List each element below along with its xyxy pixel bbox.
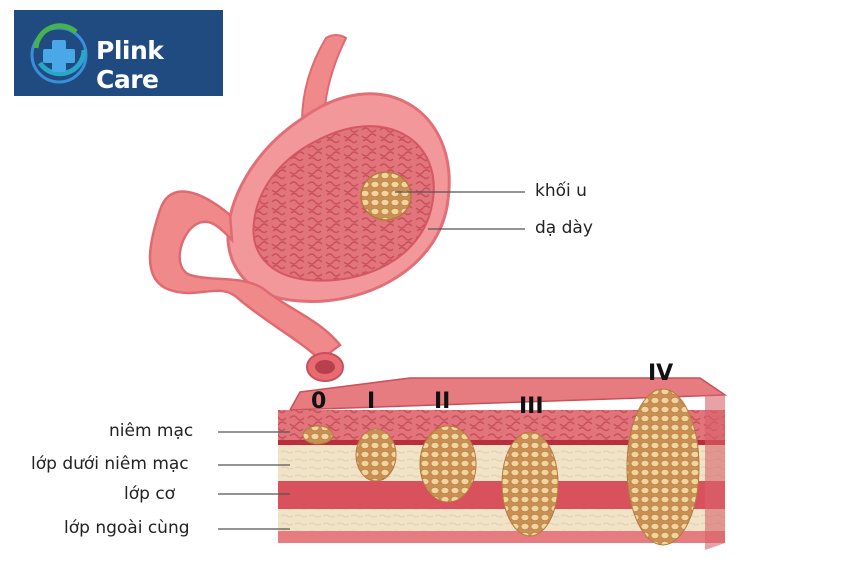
label-serosa: lớp ngoài cùng [64, 518, 190, 538]
stage-label-3: III [519, 394, 544, 419]
label-submucosa: lớp dưới niêm mạc [31, 454, 189, 474]
tumor-stage-1 [355, 428, 397, 482]
label-tumor: khối u [535, 181, 587, 201]
tissue-layers-block [218, 377, 728, 550]
plus-shield-icon [30, 23, 88, 84]
tumor-stage-2 [419, 425, 477, 503]
tumor-stage-4 [626, 388, 700, 546]
tumor-stage-3 [501, 431, 559, 537]
tumor-stage-0 [302, 425, 334, 445]
stage-label-2: II [434, 389, 451, 414]
brand-name: Plink Care [96, 36, 164, 94]
stage-label-0: 0 [311, 389, 327, 414]
stage-label-4: IV [648, 361, 674, 386]
label-mucosa: niêm mạc [109, 421, 194, 441]
label-muscle: lớp cơ [124, 484, 176, 504]
tumor-illustration [360, 171, 412, 221]
stomach-illustration [148, 34, 525, 382]
label-stomach: dạ dày [535, 218, 593, 238]
stage-label-1: I [367, 389, 376, 414]
logo: Plink Care [14, 10, 223, 96]
